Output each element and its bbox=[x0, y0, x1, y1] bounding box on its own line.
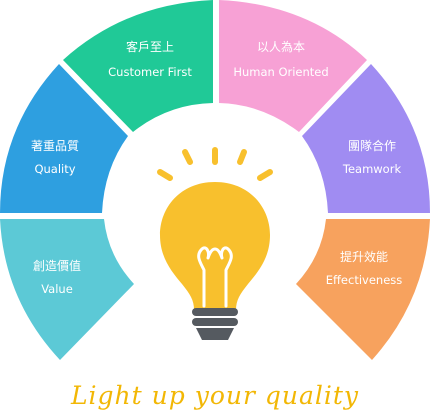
segment-label-en: Value bbox=[41, 282, 73, 296]
bulb-glass bbox=[160, 182, 270, 310]
segment-label-en: Quality bbox=[34, 162, 75, 176]
segment-human-oriented bbox=[219, 0, 367, 132]
segment-quality bbox=[0, 64, 128, 213]
bulb-filament bbox=[197, 246, 233, 308]
segment-label-en: Human Oriented bbox=[233, 65, 328, 79]
segment-value bbox=[0, 219, 134, 360]
segment-teamwork bbox=[302, 64, 430, 213]
bulb-base-ring bbox=[192, 308, 238, 316]
segment-label-zh: 提升效能 bbox=[340, 249, 388, 264]
bulb-base-ring bbox=[192, 318, 238, 326]
segment-label-zh: 以人為本 bbox=[257, 40, 305, 54]
segment-label-zh: 客戶至上 bbox=[126, 39, 174, 54]
light-rays bbox=[157, 147, 273, 181]
segment-effectiveness bbox=[296, 219, 430, 360]
tagline: Light up your quality bbox=[70, 381, 359, 410]
segment-label-en: Customer First bbox=[108, 65, 192, 79]
segment-label-en: Effectiveness bbox=[326, 273, 403, 287]
segment-customer-first bbox=[63, 0, 213, 132]
segment-label-zh: 團隊合作 bbox=[348, 138, 396, 153]
segment-label-en: Teamwork bbox=[342, 162, 402, 176]
segment-label-zh: 創造價值 bbox=[33, 258, 81, 273]
bulb-base-tip bbox=[196, 328, 234, 340]
lightbulb-icon bbox=[157, 147, 273, 340]
segment-label-zh: 著重品質 bbox=[31, 138, 79, 153]
